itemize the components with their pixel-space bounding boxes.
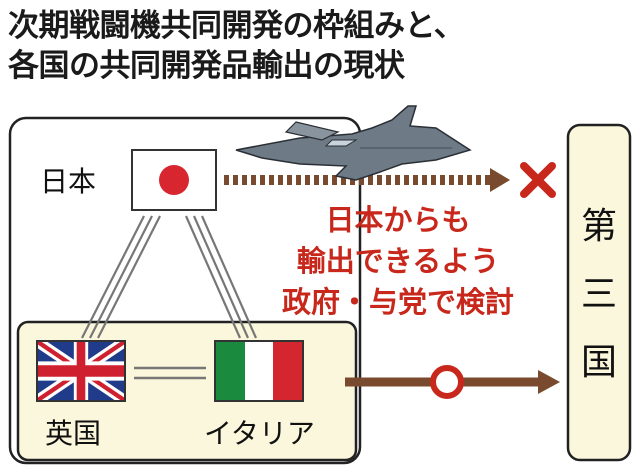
export-note: 日本からも 輸出できるよう 政府・与党で検討 [238, 200, 558, 323]
japan-export-arrow-head [490, 168, 510, 192]
connector-japan-italy [184, 215, 258, 339]
circle-icon [430, 365, 464, 399]
connector-uk-italy [134, 366, 206, 380]
third-country-char-1: 第 [580, 206, 617, 247]
japan-label: 日本 [40, 165, 97, 198]
export-note-line-2: 輸出できるよう [296, 244, 500, 278]
title-line-1: 次期戦闘機共同開発の枠組みと、 [8, 8, 465, 44]
partner-export-arrow-head [538, 370, 560, 394]
third-country-box [566, 123, 632, 462]
cross-icon [520, 162, 556, 198]
export-note-line-1: 日本からも [325, 203, 471, 237]
italy-flag [214, 340, 304, 402]
connector-japan-uk [81, 215, 161, 339]
italy-label: イタリア [204, 417, 315, 450]
title-line-2: 各国の共同開発品輸出の現状 [8, 48, 405, 84]
third-country-char-3: 国 [580, 342, 617, 383]
uk-flag [36, 340, 126, 402]
fighter-jet-icon [235, 105, 472, 181]
export-note-line-3: 政府・与党で検討 [281, 285, 514, 319]
third-country-label: 第 三 国 [568, 205, 630, 385]
uk-label: 英国 [45, 417, 102, 450]
third-country-char-2: 三 [580, 274, 617, 315]
japan-flag [131, 149, 217, 211]
